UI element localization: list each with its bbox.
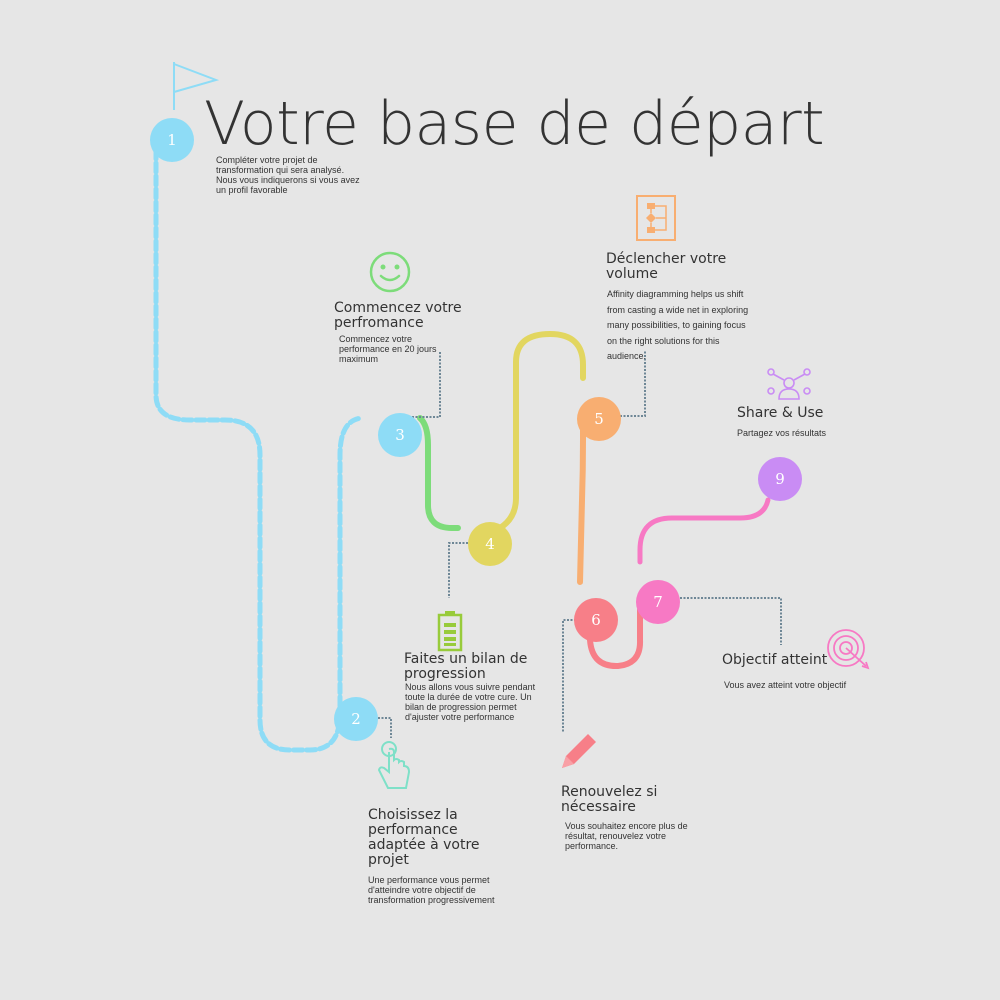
path-1-to-2 (153, 147, 365, 753)
path-3-to-4 (417, 415, 461, 531)
step-5-node: 5 (577, 397, 621, 441)
step-4-node: 4 (468, 522, 512, 566)
path-7-to-9 (637, 497, 771, 565)
connector-3 (412, 352, 441, 418)
step-3-node: 3 (378, 413, 422, 457)
page-title: Votre base de départ (204, 89, 825, 159)
step-5-description: Affinity diagramming helps us shift from… (607, 289, 749, 361)
step-2-heading: Choisissez la performance adaptée à votr… (368, 807, 480, 868)
battery-icon (437, 611, 463, 652)
path-5-to-6 (577, 415, 586, 585)
step-6-description: Vous souhaitez encore plus de résultat, … (565, 821, 688, 851)
step-9-node: 9 (758, 457, 802, 501)
flowchart-icon (636, 195, 676, 241)
step-2-description: Une performance vous permet d'atteindre … (368, 875, 495, 905)
smiley-icon (369, 251, 411, 293)
step-9-heading: Share & Use (737, 405, 824, 421)
step-2-node: 2 (334, 697, 378, 741)
target-icon (827, 629, 870, 670)
step-3-heading: Commencez votre perfromance (334, 300, 462, 331)
step-3-description: Commencez votre performance en 20 jours … (339, 334, 437, 364)
step-7-heading: Objectif atteint (722, 652, 828, 668)
step-9-description: Partagez vos résultats (737, 428, 827, 438)
pencil-icon (562, 734, 596, 768)
step-7-node: 7 (636, 580, 680, 624)
step-4-heading: Faites un bilan de progression (404, 651, 528, 682)
network-user-icon (767, 368, 811, 400)
connector-7 (680, 597, 782, 645)
connector-6 (562, 619, 576, 732)
step-6-heading: Renouvelez si nécessaire (561, 784, 658, 815)
step-4-description: Nous allons vous suivre pendant toute la… (405, 682, 536, 722)
flag-icon (173, 62, 220, 110)
connector-4 (448, 542, 468, 598)
step-1-description: Compléter votre projet de transformation… (216, 155, 360, 195)
tap-hand-icon (377, 741, 411, 789)
step-1-node: 1 (150, 118, 194, 162)
connector-2 (378, 717, 392, 738)
step-6-node: 6 (574, 598, 618, 642)
connector-5 (620, 350, 646, 417)
path-4-to-5 (497, 330, 586, 531)
path-6-to-7 (587, 607, 644, 670)
step-5-heading: Déclencher votre volume (606, 251, 727, 282)
step-7-description: Vous avez atteint votre objectif (724, 680, 847, 690)
